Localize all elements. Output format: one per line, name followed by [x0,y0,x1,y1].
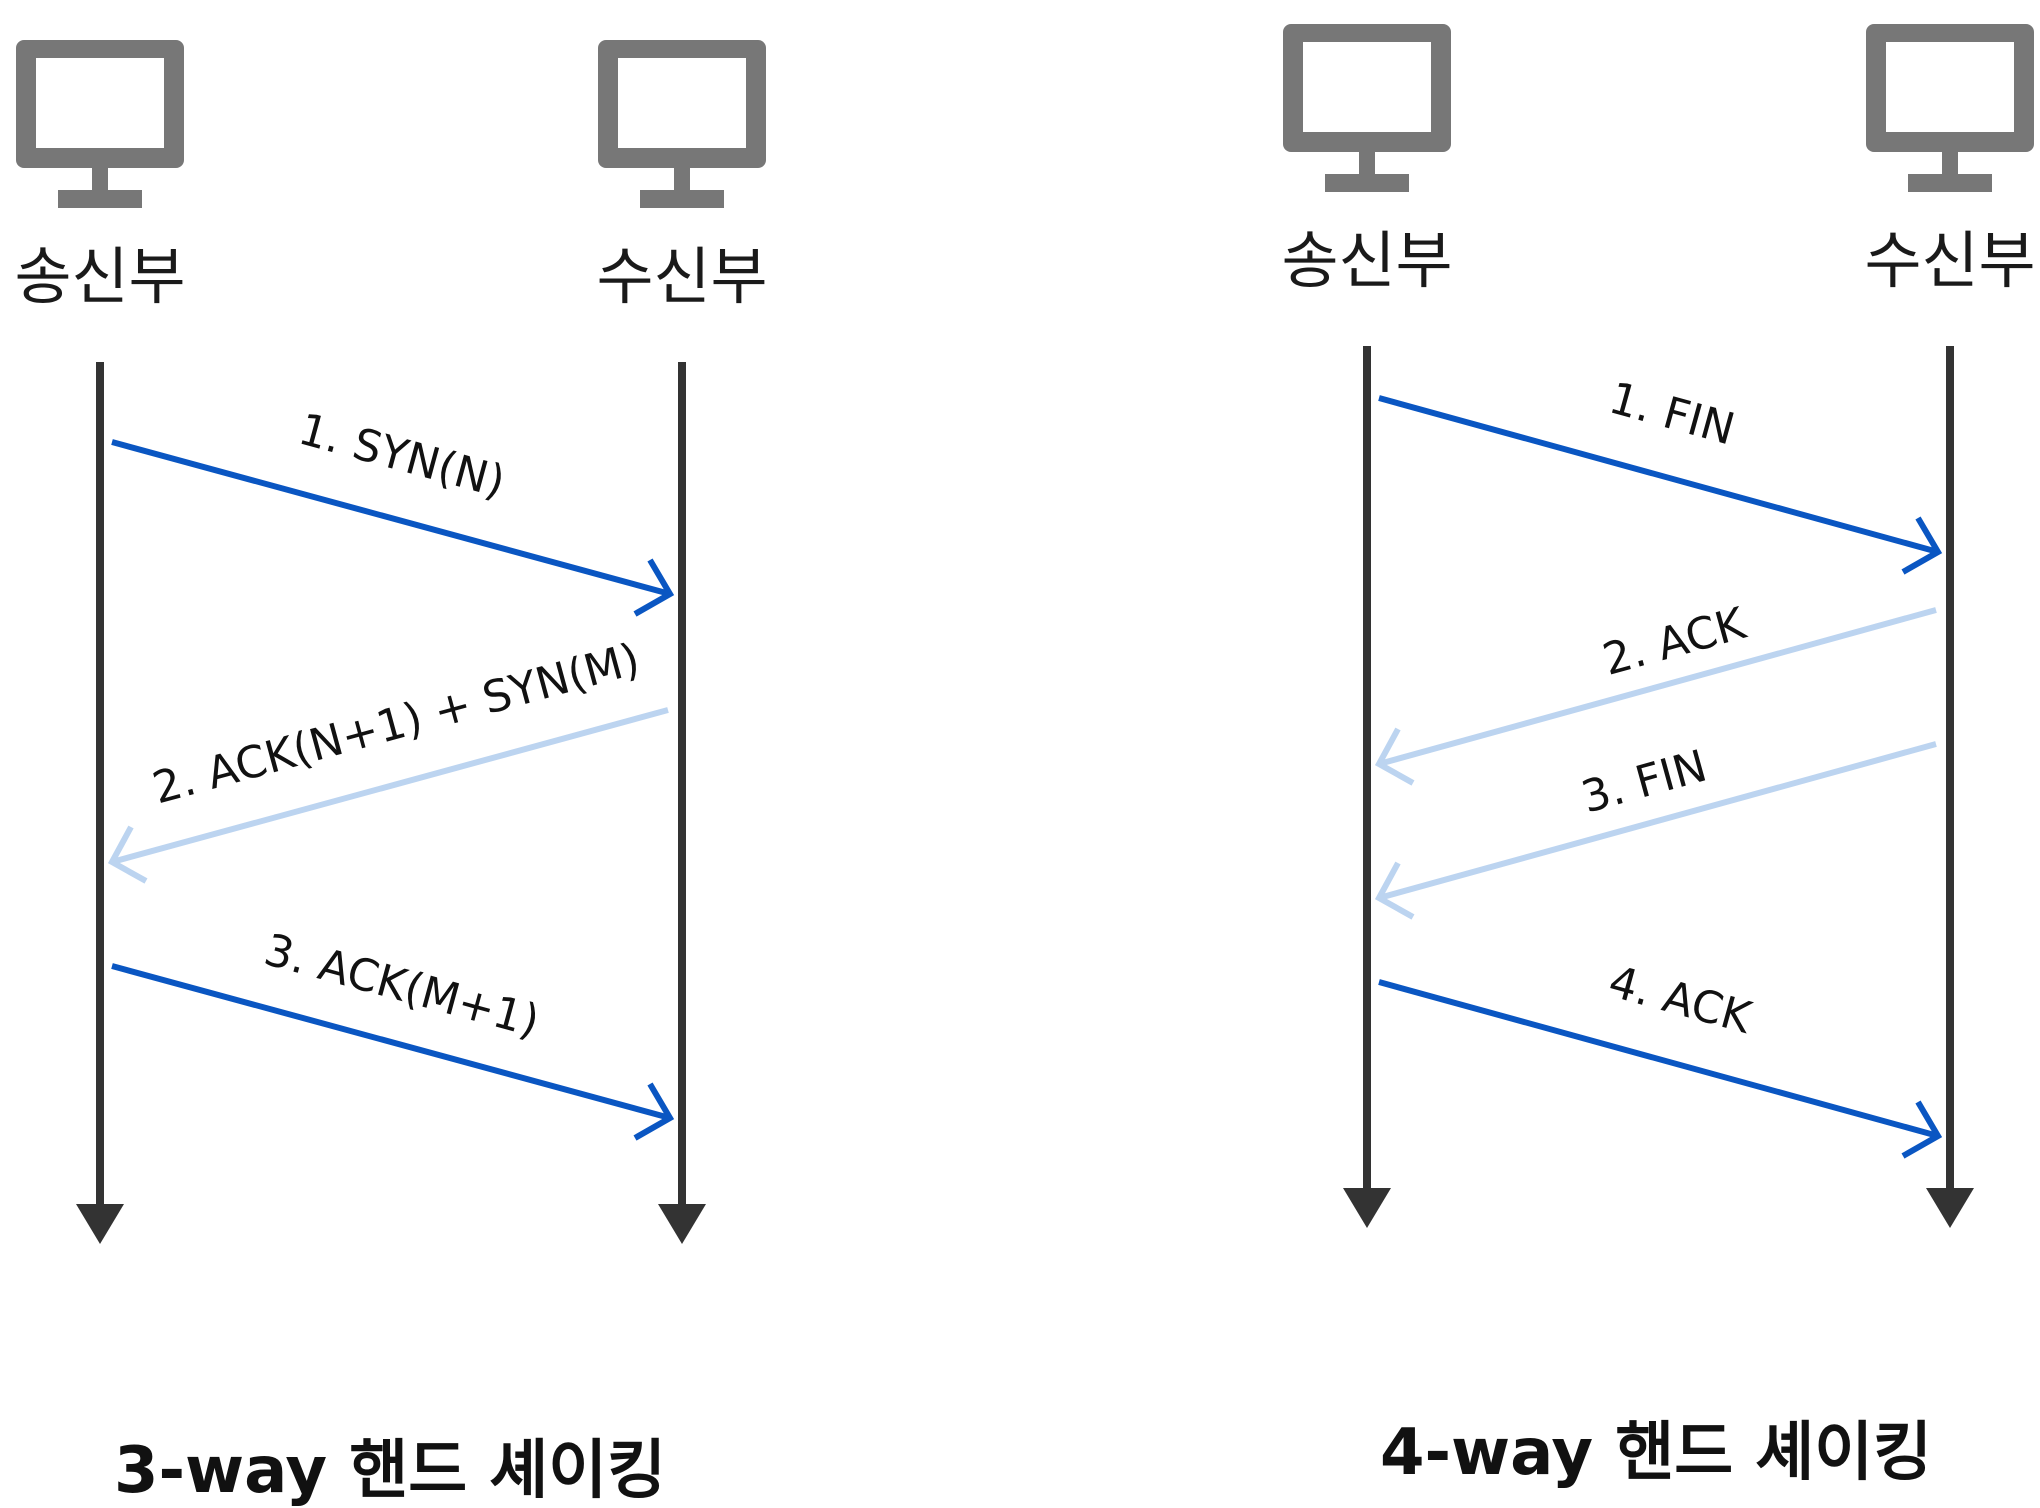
message-label: 4. ACK [1603,956,1757,1044]
monitor-icon [16,40,184,208]
diagram-caption: 3-way 핸드 셰이킹 [114,1434,666,1508]
receiver-label: 수신부 [1864,224,2035,297]
message-arrow [107,707,669,884]
three-way-diagram: 송신부 수신부 1. SYN(N) 2. ACK(N+1) + SYN(M) 3 [14,40,768,1508]
message-label: 2. ACK [1598,598,1752,686]
message-arrow [111,439,675,617]
receiver-label: 수신부 [596,240,767,313]
four-way-diagram: 송신부 수신부 1. FIN 2. ACK 3. FIN [1281,24,2036,1490]
receiver-lifeline [658,362,706,1244]
message-label: 3. ACK(M+1) [259,924,545,1047]
message-arrow [1378,395,1943,575]
message-arrow [1374,741,1937,920]
receiver-lifeline [1926,346,1974,1228]
message-arrow [111,963,675,1141]
sender-lifeline [76,362,124,1244]
message-arrow [1374,607,1937,786]
monitor-icon [1866,24,2034,192]
monitor-icon [598,40,766,208]
sender-label: 송신부 [14,240,185,313]
message-arrow [1378,979,1943,1159]
message-label: 1. FIN [1604,373,1740,456]
sender-lifeline [1343,346,1391,1228]
diagram-caption: 4-way 핸드 셰이킹 [1380,1416,1932,1490]
sender-label: 송신부 [1281,224,1452,297]
monitor-icon [1283,24,1451,192]
message-label: 1. SYN(N) [293,404,510,509]
